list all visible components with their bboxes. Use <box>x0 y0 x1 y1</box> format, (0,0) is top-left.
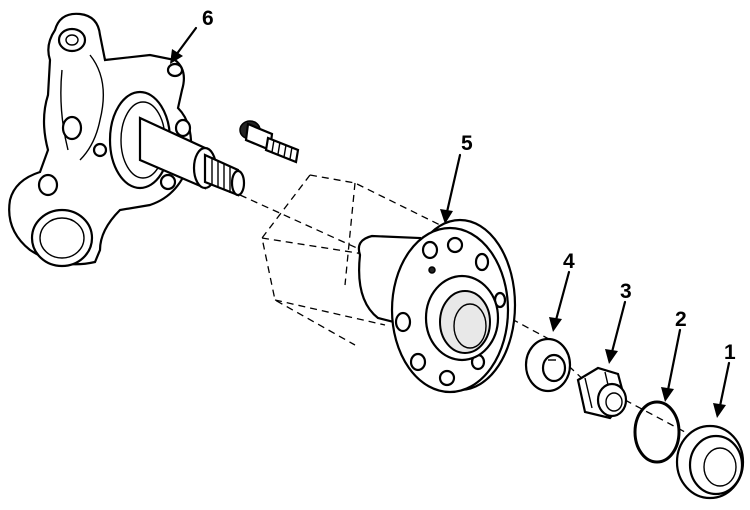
callout-number-6: 6 <box>202 7 214 30</box>
wheel-stud <box>239 120 300 164</box>
lock-washer <box>524 337 572 393</box>
callout-arrow-2 <box>661 328 682 402</box>
callout-arrow-1 <box>713 361 731 418</box>
grease-cap <box>675 424 745 500</box>
callout-number-1: 1 <box>724 341 736 364</box>
callout-number-2: 2 <box>675 308 687 331</box>
callout-labels: 6 5 4 3 2 1 <box>202 7 736 364</box>
callout-arrow-3 <box>605 300 627 364</box>
steering-knuckle <box>8 12 246 268</box>
callout-arrow-5 <box>440 153 462 224</box>
callout-arrow-4 <box>549 270 571 332</box>
callout-number-3: 3 <box>620 280 632 303</box>
hub-nut <box>576 366 628 420</box>
callout-number-5: 5 <box>461 132 473 155</box>
callout-arrows <box>170 26 731 418</box>
o-ring <box>633 400 681 464</box>
callout-arrow-6 <box>170 26 198 64</box>
alignment-dashed-lines <box>239 174 701 441</box>
callout-number-4: 4 <box>563 250 575 273</box>
wheel-hub <box>357 218 517 394</box>
